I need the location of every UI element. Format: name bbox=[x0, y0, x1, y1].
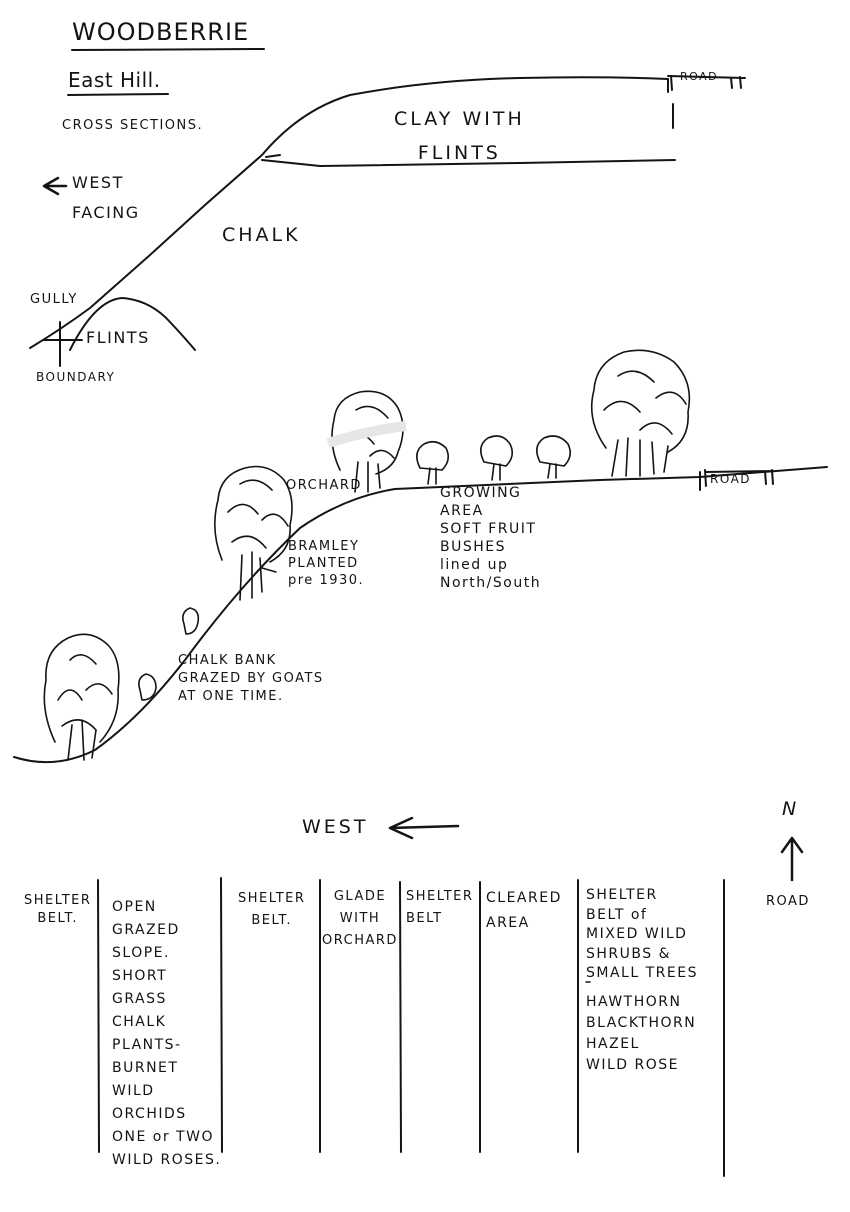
hill-profile-lower bbox=[13, 466, 828, 764]
shelter-tree-left bbox=[43, 633, 120, 761]
slope-shrub-upper bbox=[182, 607, 200, 635]
road-marker-lower bbox=[699, 469, 774, 491]
north-arrow-icon bbox=[780, 836, 804, 882]
boundary-marker bbox=[43, 321, 83, 367]
chalk-label: CHALK bbox=[222, 224, 301, 246]
west-label: WEST bbox=[302, 816, 369, 838]
hill-profile-upper bbox=[29, 76, 669, 349]
page-title: WOODBERRIE bbox=[72, 18, 250, 46]
gully-label: GULLY bbox=[30, 292, 78, 307]
zone-divider-2 bbox=[220, 877, 223, 1153]
fruit-bush-3 bbox=[536, 435, 572, 479]
bramley-note: BRAMLEY PLANTED pre 1930. bbox=[288, 539, 365, 588]
zone-divider-1 bbox=[97, 879, 100, 1153]
boundary-label: BOUNDARY bbox=[36, 370, 116, 384]
west-arrow-upper bbox=[42, 176, 68, 196]
zone-shelter-belt-1: SHELTER BELT. bbox=[24, 893, 92, 926]
zone-mixed-shelter-belt: SHELTER BELT of MIXED WILD SHRUBS & SMAL… bbox=[586, 887, 698, 981]
road-label-upper: ROAD bbox=[680, 70, 719, 83]
zone-dividers bbox=[97, 877, 725, 1177]
subtitle-underline bbox=[67, 93, 169, 96]
zone-cleared-area: CLEARED AREA bbox=[486, 890, 562, 931]
fruit-bush-2 bbox=[480, 435, 514, 481]
shelter-tree-right bbox=[590, 349, 691, 477]
zone-glade-with-orchard: GLADE WITH ORCHARD bbox=[322, 889, 398, 948]
fruit-bush-1 bbox=[416, 440, 450, 485]
page-subtitle: East Hill. bbox=[68, 68, 161, 92]
slope-shrub-lower bbox=[138, 673, 157, 701]
growing-area-note: GROWING AREA SOFT FRUIT BUSHES lined up … bbox=[440, 485, 542, 591]
zone-divider-4 bbox=[399, 881, 402, 1153]
section-caption: CROSS SECTIONS. bbox=[62, 118, 204, 133]
flints-label: FLINTS bbox=[86, 328, 150, 347]
zone-open-grazed-slope: OPEN GRAZED SLOPE. SHORT GRASS CHALK PLA… bbox=[112, 899, 222, 1168]
zone-shelter-belt-3: SHELTER BELT bbox=[406, 889, 474, 926]
zone-road: ROAD bbox=[766, 894, 810, 909]
road-label-lower: ROAD bbox=[710, 472, 752, 486]
west-arrow-icon bbox=[388, 816, 460, 840]
bramley-tree bbox=[214, 465, 293, 601]
title-underline bbox=[71, 48, 265, 51]
zone-shrub-species: HAWTHORN BLACKTHORN HAZEL WILD ROSE bbox=[586, 994, 697, 1073]
chalk-bank-note: CHALK BANK GRAZED BY GOATS AT ONE TIME. bbox=[178, 653, 324, 704]
clay-base-line bbox=[261, 159, 676, 167]
zone-shelter-belt-2: SHELTER BELT. bbox=[238, 891, 306, 928]
orchard-label: ORCHARD bbox=[286, 478, 362, 493]
orchard-tree-highlight bbox=[326, 421, 407, 448]
north-label: N bbox=[782, 798, 800, 820]
flints-mound bbox=[69, 297, 196, 351]
bramley-pointer bbox=[261, 567, 277, 573]
tick-mark bbox=[265, 154, 281, 158]
west-facing-label: WEST FACING bbox=[72, 173, 140, 222]
clay-with-flints-label: CLAY WITH FLINTS bbox=[394, 108, 525, 164]
road-marker-upper bbox=[667, 75, 746, 93]
